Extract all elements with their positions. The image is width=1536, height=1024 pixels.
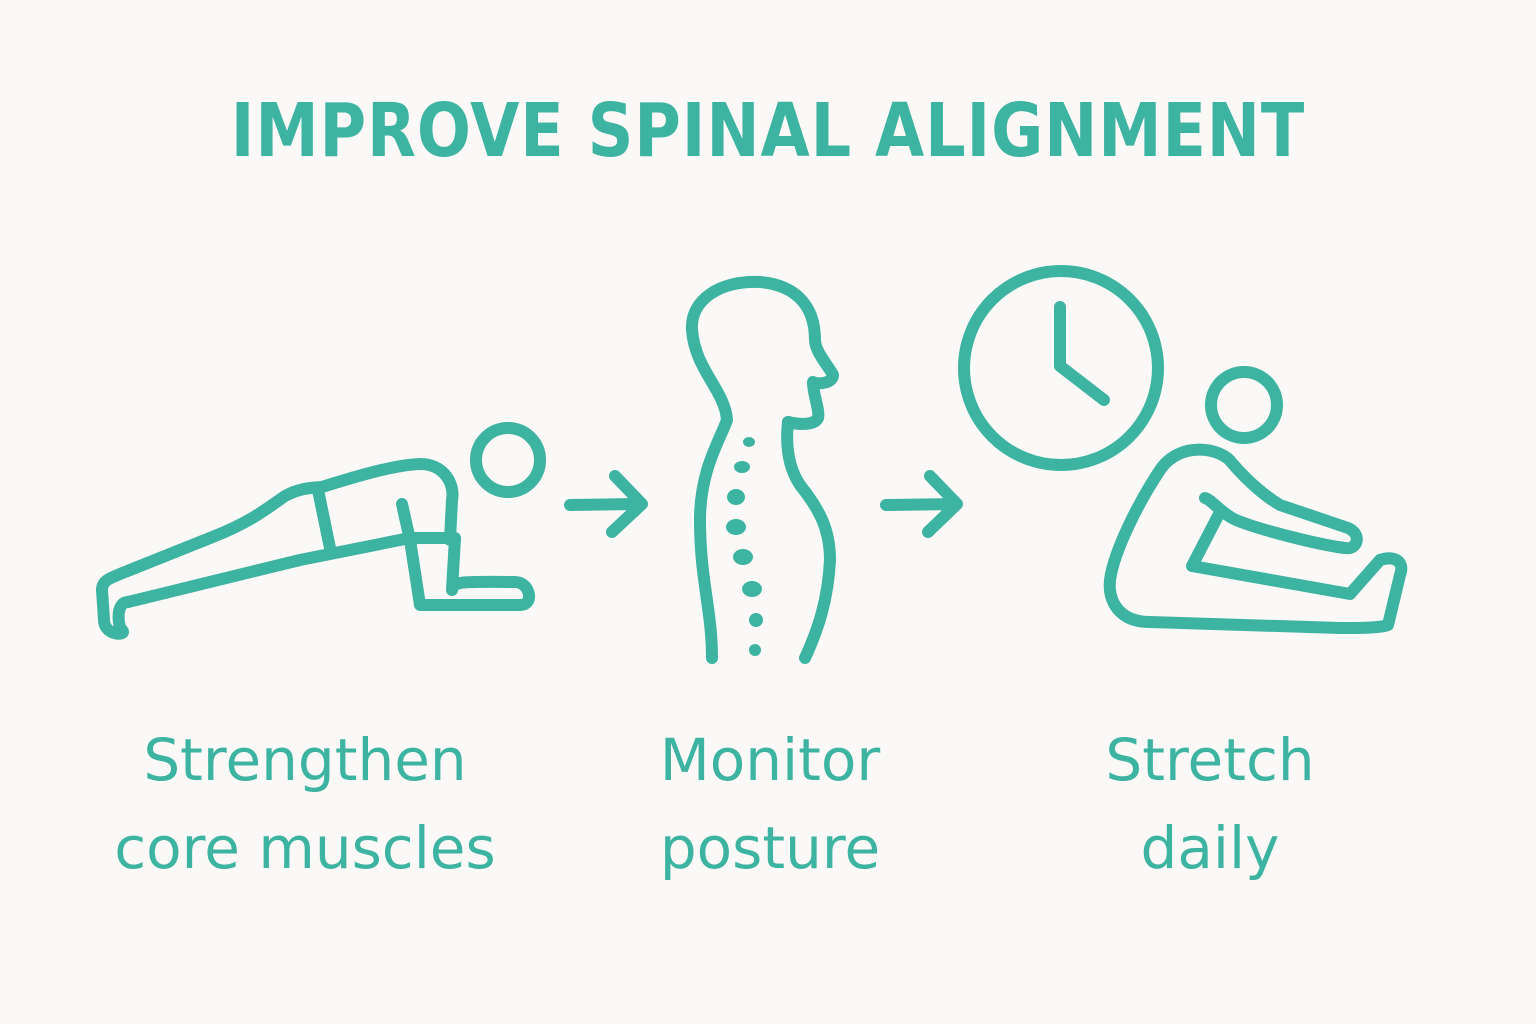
arrow-right-icon [564, 470, 648, 538]
step-caption-strengthen: Strengthen core muscles [60, 716, 550, 892]
spine-posture-icon [685, 275, 839, 664]
caption-line: daily [1140, 814, 1280, 882]
clock-icon [958, 265, 1164, 471]
caption-line: core muscles [114, 814, 496, 882]
caption-line: Strengthen [143, 726, 467, 794]
page-title: IMPROVE SPINAL ALIGNMENT [230, 88, 1306, 174]
caption-line: Monitor [659, 726, 881, 794]
caption-line: posture [659, 814, 881, 882]
caption-line: Stretch [1105, 726, 1315, 794]
plank-exercise-icon [96, 422, 546, 640]
seated-stretch-icon [1103, 366, 1408, 634]
arrow-right-icon [880, 470, 963, 538]
step-caption-monitor: Monitor posture [560, 716, 980, 892]
step-caption-stretch: Stretch daily [1000, 716, 1420, 892]
